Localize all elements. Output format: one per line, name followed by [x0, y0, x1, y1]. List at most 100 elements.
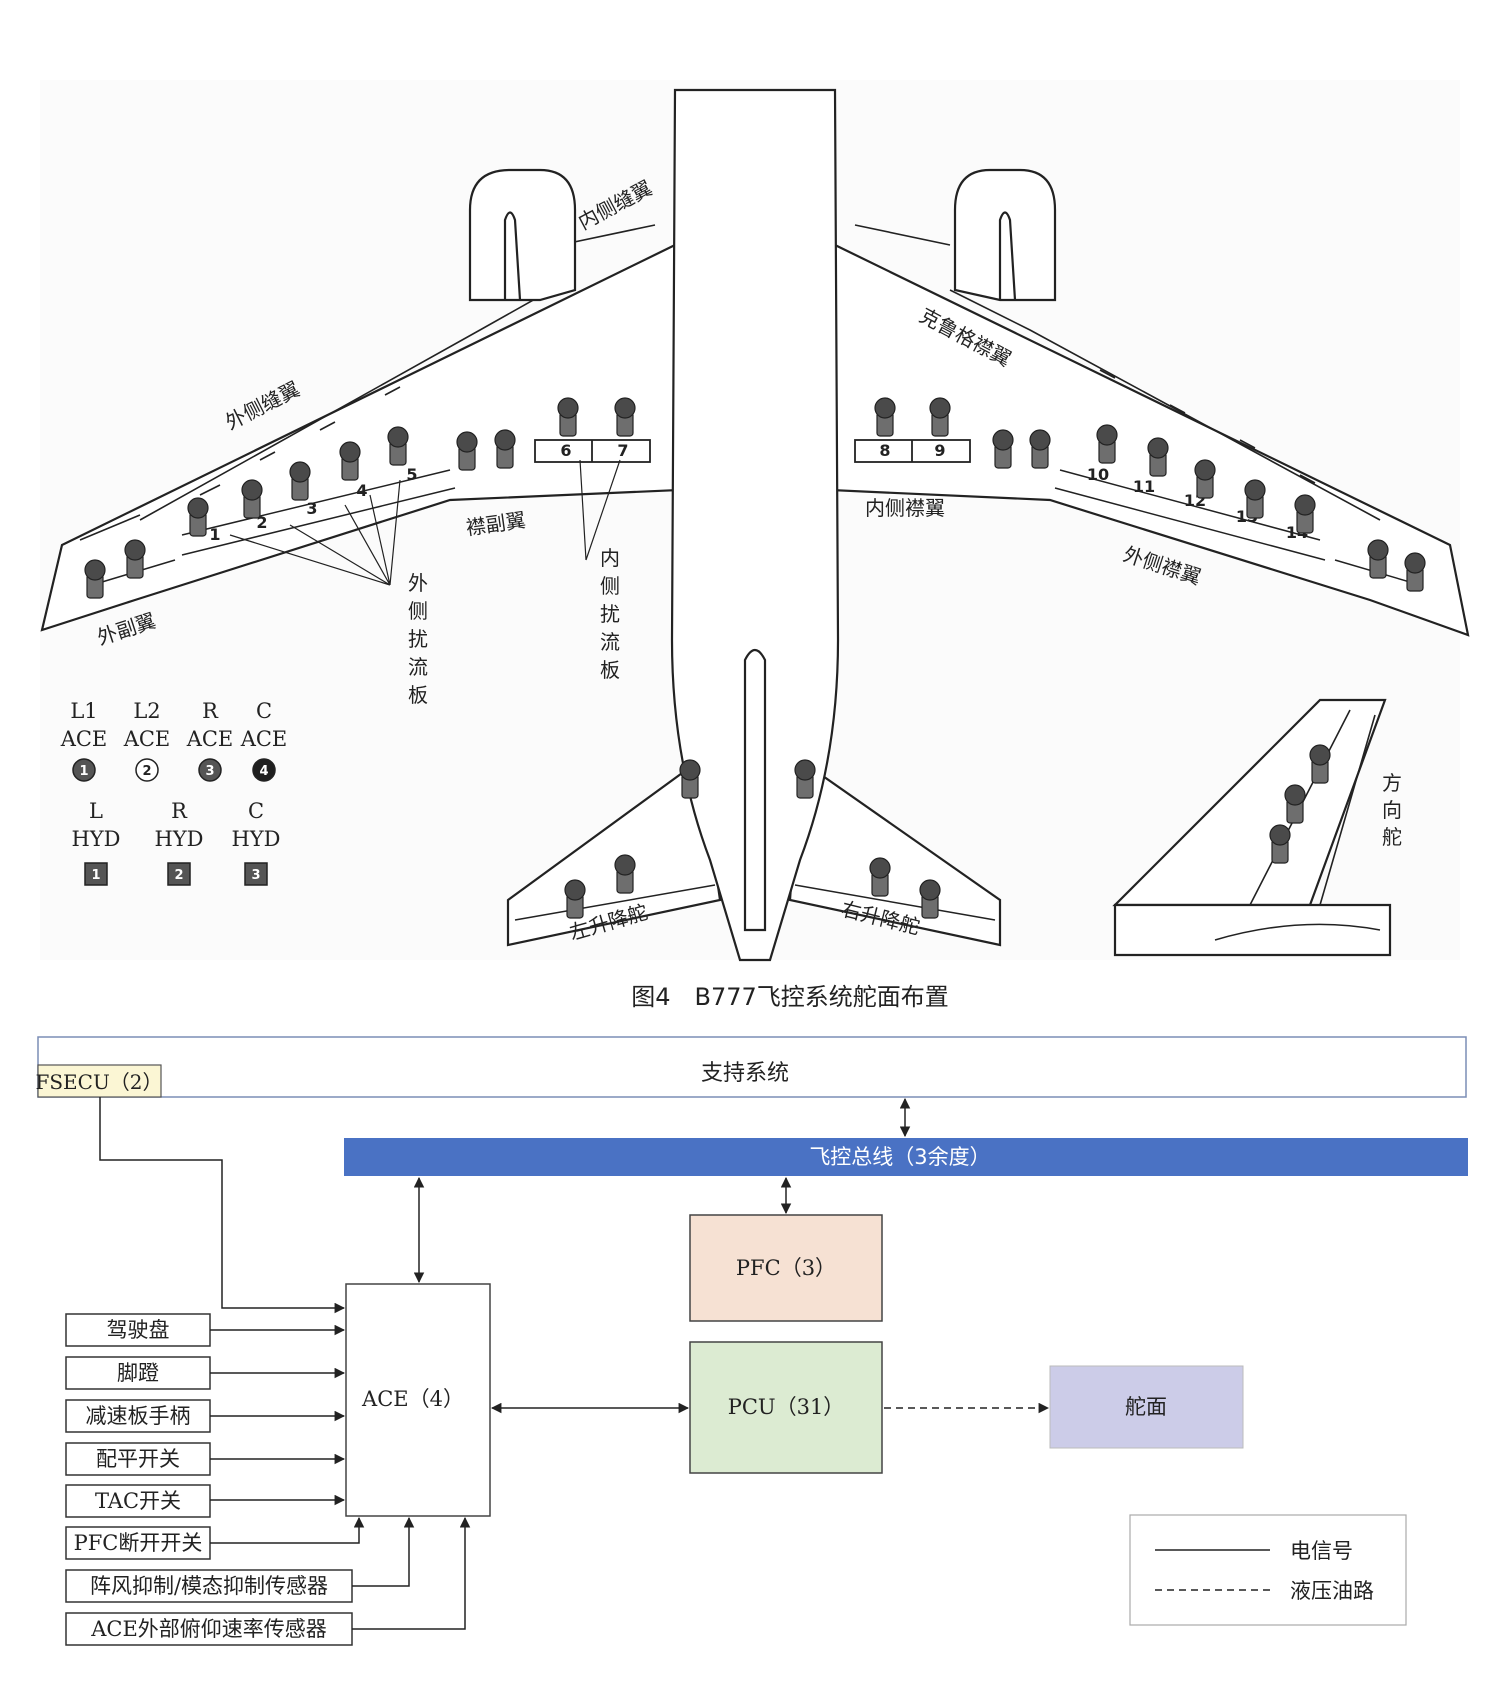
- legend-hyd-symbol-number: 3: [251, 868, 260, 883]
- legend-hyd-symbol-number: 2: [174, 868, 183, 883]
- right-slats: [854, 224, 1381, 521]
- spoiler-number: 10: [1087, 465, 1109, 484]
- spoiler-number: 2: [256, 513, 267, 532]
- right-engine: [953, 168, 1057, 302]
- ace-label: ACE（4）: [361, 1387, 464, 1411]
- fsecu-label: FSECU（2）: [35, 1070, 162, 1094]
- pfc-label: PFC（3）: [736, 1256, 836, 1280]
- label-inboard-flap: 内侧襟翼: [865, 496, 945, 520]
- actuator-icon: [187, 497, 209, 537]
- actuator-icon: [339, 441, 361, 481]
- actuator-icon: [679, 759, 701, 799]
- actuator-icon: [84, 559, 106, 599]
- fuselage: [670, 88, 840, 962]
- actuator-icon: [124, 539, 146, 579]
- actuator-icon: [1194, 459, 1216, 499]
- input-label: 阵风抑制/模态抑制传感器: [90, 1574, 328, 1598]
- control-surface-label: 舵面: [1125, 1395, 1167, 1419]
- pcu-box: [689, 1341, 883, 1474]
- legend-ace-symbol: [72, 758, 96, 782]
- actuator-layer: [84, 397, 1426, 919]
- actuator-icon: [1367, 539, 1389, 579]
- actuator-icon: [1309, 744, 1331, 784]
- legend-hyd-line2: HYD: [71, 827, 120, 851]
- control-surface-box: [1049, 1365, 1244, 1449]
- legend-ace-symbol-number: 1: [79, 764, 88, 779]
- legend-hyd-line2: HYD: [231, 827, 280, 851]
- block-diagram: 支持系统 FSECU（2） 飞控总线（3余度） PFC（3） ACE（4） PC…: [35, 1036, 1468, 1646]
- right-engine-pylon: [998, 211, 1017, 301]
- actuator-icon: [794, 759, 816, 799]
- input-label: 减速板手柄: [86, 1404, 191, 1428]
- pfc-box: [689, 1214, 883, 1322]
- actuator-icon: [919, 879, 941, 919]
- legend-hyd-symbol: [84, 862, 108, 886]
- diagram-legend-box: [1129, 1514, 1407, 1626]
- legend-ace-symbol-number: 2: [142, 764, 151, 779]
- legend-ace-line2: ACE: [240, 727, 288, 751]
- aircraft-figure: [40, 80, 1470, 962]
- actuator-icon: [614, 397, 636, 437]
- input-label: 脚蹬: [117, 1361, 159, 1385]
- actuator-icon: [992, 429, 1014, 469]
- legend-ace-symbol: [252, 758, 276, 782]
- left-engine: [468, 168, 577, 302]
- pcu-label: PCU（31）: [728, 1395, 845, 1419]
- actuator-icon: [241, 479, 263, 519]
- input-box: [65, 1356, 211, 1390]
- spoiler-number: 5: [406, 465, 417, 484]
- legend-ace-symbol: [198, 758, 222, 782]
- actuator-icon: [1029, 429, 1051, 469]
- legend-hyd-line1: L: [89, 799, 103, 823]
- label-inboard-spoiler: 内侧扰流板: [600, 546, 620, 682]
- leader-lines: [229, 459, 621, 586]
- actuator-icon: [494, 429, 516, 469]
- actuator-icon: [557, 397, 579, 437]
- legend-ace-line2: ACE: [186, 727, 234, 751]
- input-list: 驾驶盘脚蹬减速板手柄配平开关TAC开关PFC断开开关阵风抑制/模态抑制传感器AC…: [65, 1313, 471, 1646]
- actuator-icon: [456, 431, 478, 471]
- input-box: [65, 1569, 353, 1603]
- legend-hyd-line1: C: [248, 799, 264, 823]
- input-arrow: [352, 1516, 415, 1587]
- spoiler-number: 6: [560, 441, 571, 460]
- input-label: TAC开关: [95, 1489, 181, 1513]
- legend-ace-line1: R: [202, 699, 219, 723]
- spoiler-number: 7: [617, 441, 628, 460]
- input-box: [65, 1612, 353, 1646]
- spoiler-number: 4: [356, 481, 367, 500]
- input-box: [65, 1484, 211, 1518]
- input-box: [65, 1442, 211, 1476]
- support-system-box: [37, 1036, 1467, 1098]
- spoiler-number: 3: [306, 499, 317, 518]
- actuator-icon: [874, 397, 896, 437]
- legend-hyd-symbol-number: 1: [91, 868, 100, 883]
- fuselage-tail-cone: [743, 648, 767, 932]
- legend-hyd-symbol: [167, 862, 191, 886]
- legend-ace-symbol-number: 4: [259, 764, 268, 779]
- actuator-icon: [289, 461, 311, 501]
- legend-ace-line1: L1: [70, 699, 97, 723]
- actuator-icon: [564, 879, 586, 919]
- legend-ace-line2: ACE: [60, 727, 108, 751]
- label-outboard-spoiler: 外侧扰流板: [408, 571, 428, 707]
- input-box: [65, 1526, 211, 1560]
- spoiler-number: 9: [934, 441, 945, 460]
- legend-electric-label: 电信号: [1290, 1539, 1353, 1563]
- input-arrow: [352, 1516, 471, 1630]
- actuator-icon: [1269, 824, 1291, 864]
- legend-hyd-line1: R: [171, 799, 188, 823]
- tail-base: [1113, 903, 1392, 957]
- left-slats: [79, 224, 656, 541]
- legend-ace-symbol-number: 3: [205, 764, 214, 779]
- legend-hydraulic-label: 液压油路: [1290, 1579, 1374, 1603]
- input-box: [65, 1313, 211, 1347]
- spoiler-number: 11: [1133, 477, 1155, 496]
- actuator-icon: [1284, 784, 1306, 824]
- input-arrow: [210, 1516, 365, 1544]
- flight-control-bus: [344, 1138, 1468, 1176]
- support-system-label: 支持系统: [701, 1061, 789, 1086]
- legend-ace-symbol: [135, 758, 159, 782]
